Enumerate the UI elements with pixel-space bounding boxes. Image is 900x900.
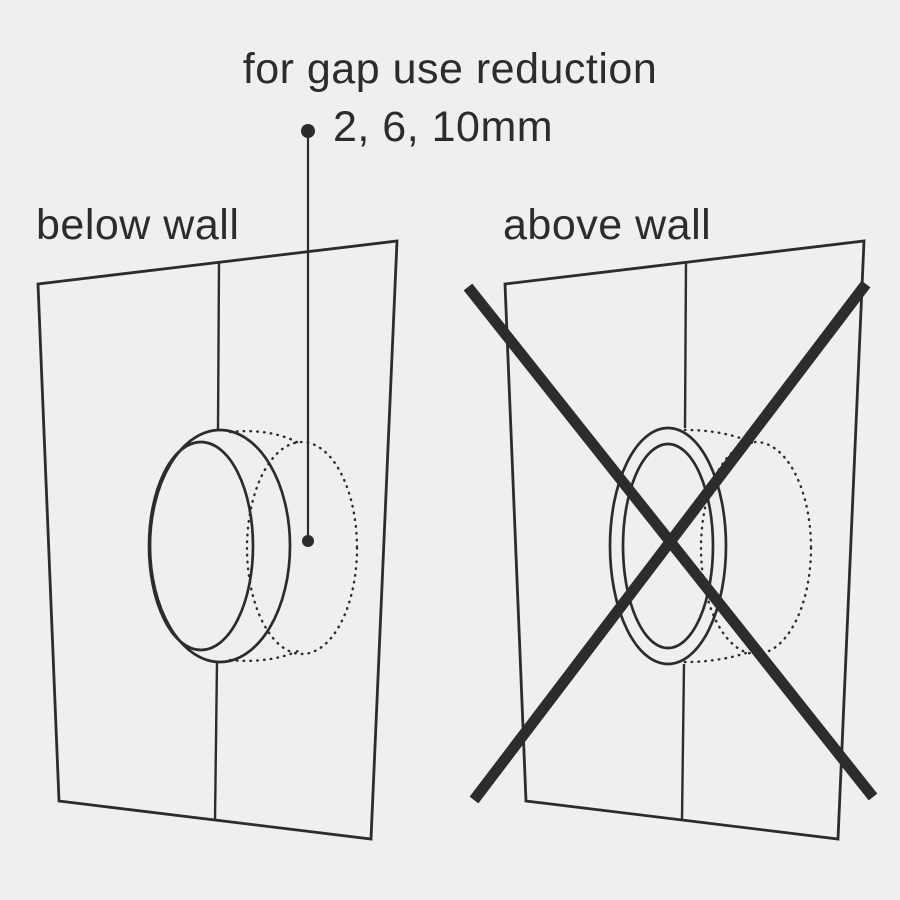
left-wall-seam-line — [213, 261, 221, 821]
right-wall-seam-line — [680, 261, 688, 821]
leader-line-group — [301, 124, 315, 547]
right-socket-rim-ellipse — [608, 426, 728, 666]
right-panel-drawing — [463, 239, 878, 841]
leader-bullet-icon — [301, 124, 315, 138]
left-recess-dotted-connector-top — [228, 429, 302, 446]
right-panel-label: above wall — [503, 201, 712, 249]
diagram-title: for gap use reduction — [242, 45, 658, 93]
leader-target-dot-icon — [302, 535, 314, 547]
left-wall-outline — [36, 239, 399, 841]
left-socket-front-ellipse — [147, 440, 255, 652]
cross-line-2 — [469, 280, 871, 804]
right-wall-outline — [503, 239, 866, 841]
left-panel-label: below wall — [36, 201, 240, 249]
gap-sizes-text: 2, 6, 10mm — [333, 103, 554, 151]
cross-out-x-icon — [463, 280, 878, 804]
left-panel-drawing — [36, 239, 399, 841]
left-recess-dotted-connector-bottom — [228, 648, 302, 663]
left-recess-dotted-ellipse — [245, 440, 359, 656]
right-socket-front-ellipse — [621, 442, 715, 650]
